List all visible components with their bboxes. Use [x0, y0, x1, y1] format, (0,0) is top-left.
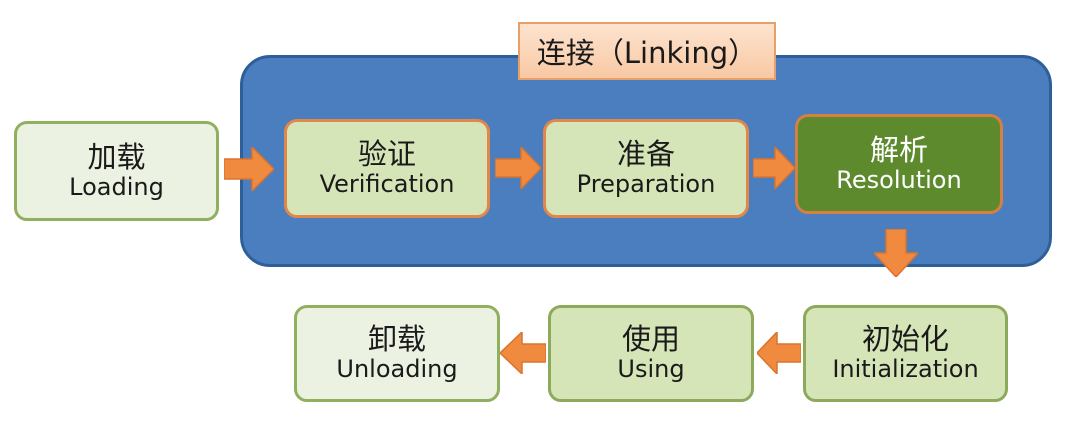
stage-preparation: 准备 Preparation: [543, 119, 749, 218]
arrow-left-icon: [757, 332, 801, 374]
stage-unloading: 卸载 Unloading: [294, 305, 500, 402]
stage-unloading-en: Unloading: [336, 355, 458, 384]
arrow-left-icon: [500, 332, 546, 374]
stage-loading: 加载 Loading: [14, 121, 219, 221]
arrow-right-icon: [753, 147, 795, 189]
stage-initialization-en: Initialization: [832, 355, 979, 384]
stage-using-en: Using: [617, 355, 685, 384]
arrow-right-icon: [224, 147, 274, 191]
stage-preparation-en: Preparation: [576, 170, 716, 199]
stage-using: 使用 Using: [548, 305, 754, 402]
stage-preparation-zh: 准备: [616, 137, 675, 172]
stage-verification: 验证 Verification: [284, 119, 490, 218]
arrow-right-icon: [495, 147, 541, 189]
arrow-down-icon: [874, 229, 918, 277]
linking-title: 连接（Linking）: [518, 22, 776, 80]
stage-unloading-zh: 卸载: [367, 322, 426, 357]
stage-initialization-zh: 初始化: [861, 322, 949, 357]
stage-verification-en: Verification: [319, 170, 455, 199]
stage-resolution: 解析 Resolution: [795, 114, 1003, 214]
stage-loading-en: Loading: [69, 172, 164, 201]
stage-using-zh: 使用: [621, 322, 680, 357]
stage-resolution-en: Resolution: [836, 165, 962, 194]
stage-loading-zh: 加载: [87, 139, 146, 174]
stage-verification-zh: 验证: [357, 137, 416, 172]
stage-resolution-zh: 解析: [869, 132, 928, 167]
stage-initialization: 初始化 Initialization: [803, 305, 1008, 402]
